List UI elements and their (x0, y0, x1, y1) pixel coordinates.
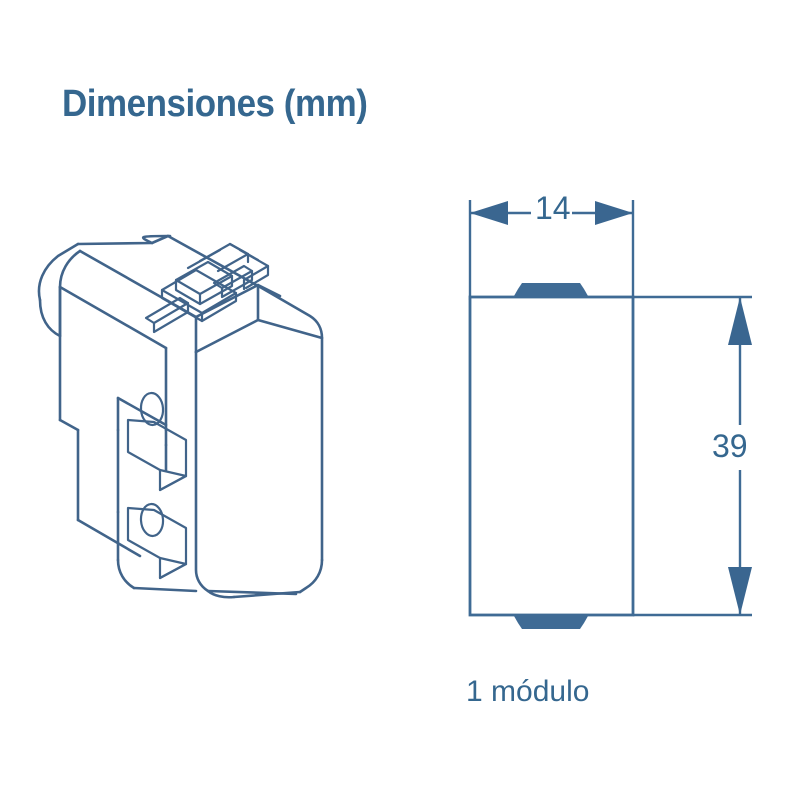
width-dimension (470, 201, 633, 225)
top-mounting-tab (514, 283, 588, 296)
height-dimension-label: 39 (712, 428, 748, 464)
bottom-mounting-tab (514, 616, 588, 629)
module-body-rect (468, 295, 635, 617)
page-title: Dimensiones (mm) (62, 83, 368, 125)
isometric-outline (37, 234, 324, 599)
module-caption: 1 módulo (466, 675, 590, 708)
height-dimension (728, 297, 752, 615)
width-dimension-label: 14 (535, 190, 571, 226)
